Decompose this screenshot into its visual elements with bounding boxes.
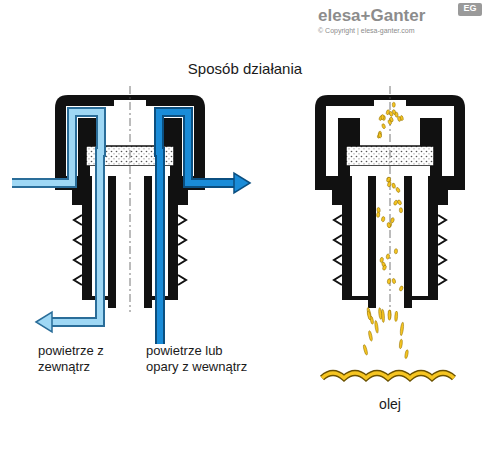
logo-badge-text: EG (458, 3, 482, 14)
oil-droplets (363, 102, 409, 359)
oil-droplet (381, 115, 384, 120)
oil-droplet (378, 133, 382, 139)
oil-droplet (394, 311, 397, 322)
oil-surface (322, 373, 454, 378)
oil-droplet (368, 330, 373, 341)
inside-air-arrow (159, 112, 250, 344)
logo-badge (458, 3, 482, 16)
oil-droplet (399, 339, 403, 349)
oil-droplet (397, 199, 402, 205)
breather-cap (315, 86, 465, 312)
oil-droplet (399, 208, 403, 213)
oil-droplet (404, 350, 408, 359)
oil-droplet (367, 311, 372, 321)
oil-droplet (380, 257, 384, 263)
diagram-title: Sposób działania (150, 60, 340, 79)
brand-logo: elesa+Ganter (318, 5, 454, 26)
oil-droplet (388, 310, 391, 320)
oil-droplet (394, 249, 397, 254)
oil-droplet (392, 278, 397, 284)
oil-droplet (378, 308, 382, 320)
oil-droplet (389, 117, 393, 123)
oil-droplet (397, 116, 401, 122)
oil-droplet (382, 265, 387, 271)
oil-label: olej (360, 396, 420, 414)
oil-droplet (381, 216, 385, 222)
oil-droplet (381, 123, 386, 129)
flow-label: powietrze lub opary z wewnątrz (146, 343, 256, 376)
oil-droplet (378, 115, 383, 121)
oil-droplet (391, 183, 396, 189)
oil-droplet (377, 133, 382, 139)
oil-droplet (363, 344, 368, 355)
oil-droplet (386, 254, 390, 260)
oil-droplet (387, 222, 391, 228)
outside-air-arrow (12, 112, 101, 332)
oil-droplet (395, 187, 400, 193)
oil-surface (322, 373, 454, 378)
oil-droplet (390, 217, 394, 223)
oil-droplet (387, 279, 391, 284)
oil-droplet (388, 310, 391, 320)
oil-droplet (400, 322, 404, 336)
oil-droplet (392, 102, 395, 107)
breather-cap (55, 86, 205, 312)
oil-droplet (376, 212, 380, 217)
flow-label: powietrze z zewnątrz (38, 343, 134, 376)
oil-droplet (399, 285, 404, 291)
oil-droplet (395, 112, 399, 117)
oil-droplet (387, 222, 392, 228)
oil-droplet (387, 181, 392, 187)
oil-droplet (389, 111, 394, 117)
oil-droplet (374, 320, 379, 333)
copyright-note: © Copyright | elesa-ganter.com (318, 27, 468, 36)
